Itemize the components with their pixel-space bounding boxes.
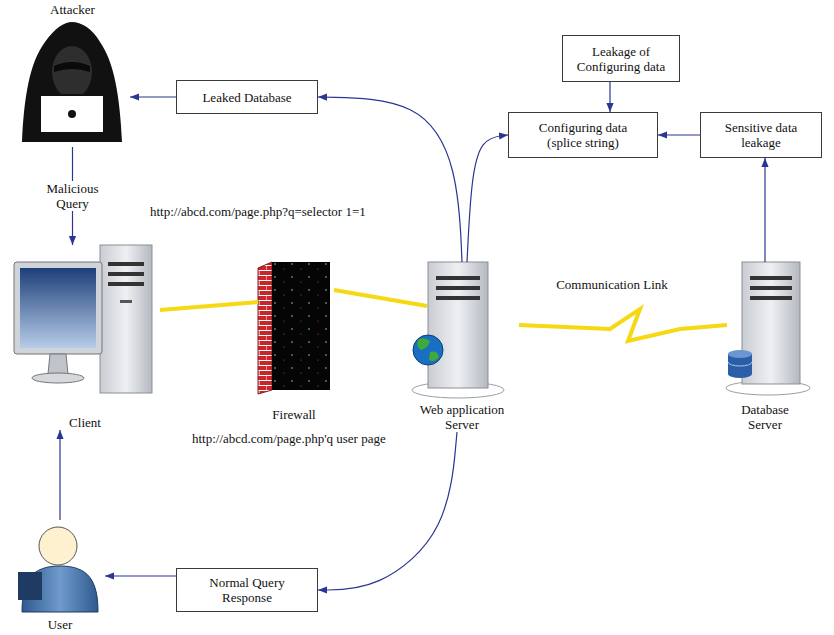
client-node: Client [10,245,160,430]
client-computer-icon-part [14,262,102,354]
flow-arrow [467,135,508,262]
edge-label: Malicious Query [38,181,108,211]
web-server-icon-part [413,335,443,365]
attacker-icon-part [52,46,92,98]
web-server-icon-part [417,338,439,361]
process-box: Leakage of Configuring data [562,35,680,82]
database-server-icon-part [750,286,792,290]
process-box: Leaked Database [176,80,318,114]
database-server-icon-part [728,350,752,358]
flow-arrow [318,432,457,590]
server-node: Database Server [715,262,815,432]
process-box: Sensitive data leakage [700,112,822,158]
client-computer-icon-part [100,245,152,393]
web-server-icon-part [436,286,480,290]
process-box: Normal Query Response [176,568,318,612]
node-label: Configuring data (splice string) [527,120,639,150]
web-server-icon-part [428,262,488,388]
database-server-icon-part [750,276,792,280]
client-computer-icon-part [32,373,84,383]
edge-label: Communication Link [554,277,670,292]
node-label: User [48,617,73,632]
attacker-icon-part [68,110,76,118]
user-icon-part [18,572,42,600]
node-label: Client [69,415,101,430]
client-computer-icon-part [20,268,96,348]
client-computer-icon-part [108,262,144,266]
flow-arrow [105,575,176,576]
flow-arrow [658,134,700,135]
flow-arrow [609,82,610,112]
client-computer-icon [14,245,152,393]
flow-arrow [59,430,60,520]
communication-link [334,290,427,306]
attacker-icon-part [40,95,104,133]
web-server-icon-part [436,296,480,300]
flow-arrow [318,97,462,262]
node-label: Web application Server [412,402,512,432]
attacker-icon-part [54,62,90,72]
node-label: Leaked Database [202,90,291,105]
web-server-icon [412,262,504,398]
attacker-icon-part [28,133,116,139]
flow-arrow [130,96,176,97]
database-server-icon [726,262,810,395]
node-label: Leakage of Configuring data [569,44,673,74]
server-node: Web application Server [405,262,519,432]
node-label: Normal Query Response [201,575,293,605]
communication-link [519,309,727,341]
node-label: Attacker [50,2,95,17]
firewall-node: Firewall [254,262,334,422]
firewall-wall-part [272,262,330,390]
client-computer-icon-part [120,300,132,303]
client-computer-icon-part [108,282,144,286]
database-server-icon-part [750,296,792,300]
firewall-wall-part [258,262,272,394]
flow-arrow [764,158,765,262]
url-label: http://abcd.com/page.php?q=selector 1=1 [150,204,366,219]
node-label: Firewall [272,407,315,422]
communication-link [160,302,258,310]
firewall-wall [258,262,330,394]
user-node: User [15,520,105,632]
web-server-icon-part [436,276,480,280]
attacker-icon [22,22,122,142]
client-computer-icon-part [48,354,68,374]
attacker-node: Attacker [15,2,130,147]
user-icon [18,527,98,612]
url-label: http://abcd.com/page.php'q user page [192,431,386,446]
process-box: Configuring data (splice string) [508,112,658,158]
user-icon-part [39,527,77,565]
node-label: Sensitive data leakage [713,120,809,150]
database-server-icon-part [728,362,752,366]
attacker-icon-part [22,22,122,142]
client-computer-icon-part [108,272,144,276]
node-label: Database Server [730,402,800,432]
